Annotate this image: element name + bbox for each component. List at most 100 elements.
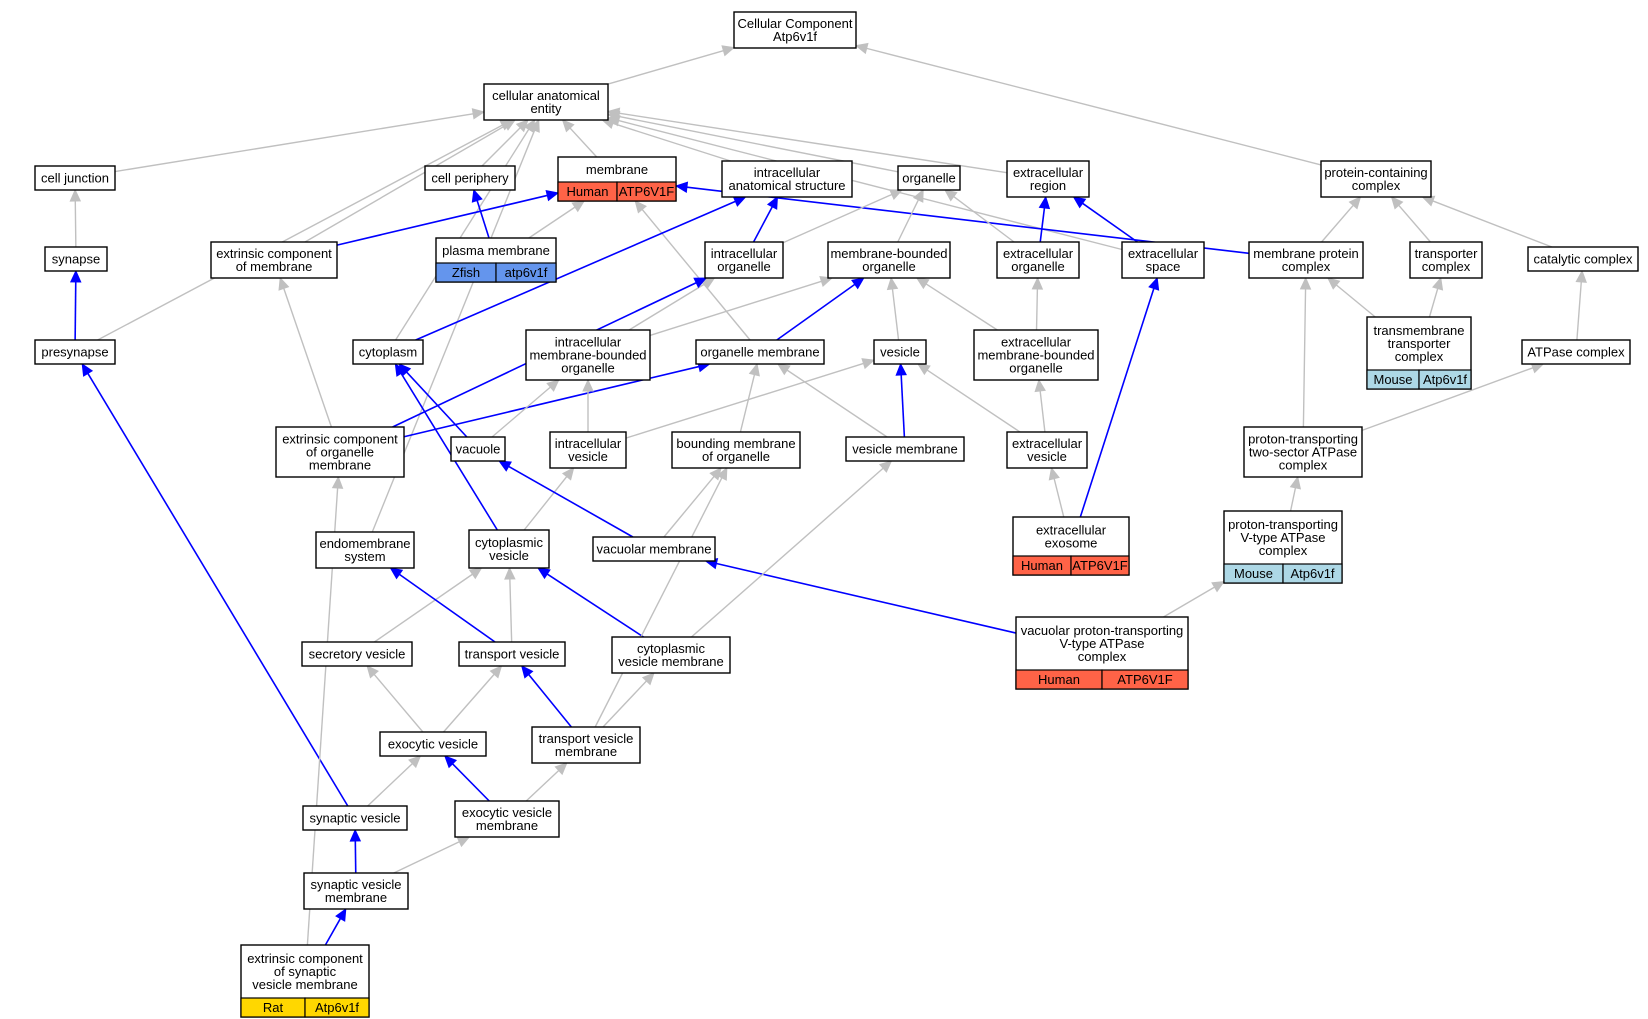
node-label: transmembrane (1373, 323, 1464, 338)
node-label: extracellular (1128, 246, 1199, 261)
edge-line (1163, 586, 1215, 618)
arrowhead (389, 567, 404, 580)
arrowhead (732, 196, 747, 207)
node-label: vesicle (568, 449, 608, 464)
arrowhead (701, 277, 716, 289)
edge-line (1035, 288, 1039, 331)
node-transves[interactable]: transport vesicle (458, 641, 566, 667)
edge-exosome-to-ecves (1048, 466, 1065, 518)
node-box (44, 246, 108, 272)
node-exoves[interactable]: exocytic vesicle (379, 731, 487, 757)
edge-cvm-to-vesmem (690, 460, 893, 638)
node-synves[interactable]: synaptic vesicle (302, 805, 408, 831)
node-cytoplasm[interactable]: cytoplasm (352, 339, 424, 365)
node-box (1243, 426, 1363, 478)
node-orgmem[interactable]: organelle membrane (695, 339, 825, 365)
arrowhead (69, 188, 82, 202)
edge-vptatp-to-pvatp (1163, 580, 1226, 618)
edge-line (528, 206, 576, 239)
node-label: extracellular (1003, 246, 1074, 261)
arrowhead (861, 358, 876, 370)
node-box (1320, 160, 1432, 198)
node-vacmem[interactable]: vacuolar membrane (592, 536, 716, 562)
edge-exosome-to-ecspace (1079, 276, 1160, 518)
arrowhead (606, 115, 621, 127)
node-box (303, 872, 409, 910)
arrowhead (1148, 276, 1160, 291)
edge-line (891, 288, 900, 341)
node-secves[interactable]: secretory vesicle (301, 641, 413, 667)
node-box (275, 426, 405, 478)
node-label: membrane protein (1253, 246, 1359, 261)
node-presynapse[interactable]: presynapse (34, 339, 116, 365)
node-celljunction[interactable]: cell junction (34, 165, 116, 191)
node-catalytic[interactable]: catalytic complex (1527, 246, 1639, 272)
arrowhead (693, 277, 708, 289)
edge-line (74, 281, 77, 341)
node-vacuole[interactable]: vacuole (450, 436, 506, 462)
species-label: Human (1038, 672, 1080, 687)
arrowhead (1390, 196, 1404, 210)
node-organelle[interactable]: organelle (897, 165, 961, 191)
arrowhead (916, 363, 931, 376)
node-vesmem[interactable]: vesicle membrane (845, 436, 965, 462)
edge-line (628, 283, 706, 331)
node-atpase[interactable]: ATPase complex (1521, 339, 1631, 365)
edge-line (607, 50, 724, 85)
arrowhead (889, 189, 904, 200)
edge-line (1361, 367, 1534, 432)
edge-presynapse-to-cae (97, 119, 514, 341)
arrowhead (674, 181, 689, 194)
node-label: extrinsic component (247, 951, 363, 966)
node-label: vesicle membrane (252, 977, 358, 992)
edge-vesmem-to-orgmem (776, 363, 888, 438)
arrowhead (1421, 195, 1436, 207)
edge-embo-to-mbo (915, 277, 998, 331)
edge-pcc-to-root (854, 42, 1322, 166)
edge-ecspace-to-ecregion (1072, 196, 1138, 243)
node-box (611, 636, 731, 674)
node-cellperiphery[interactable]: cell periphery (424, 165, 516, 191)
species-label: Human (567, 184, 609, 199)
node-box (845, 436, 965, 462)
node-vesicle[interactable]: vesicle (873, 339, 927, 365)
edge-transporter-to-pcc (1390, 196, 1431, 243)
edge-intorg-to-ias (752, 195, 779, 243)
edge-ecregion-to-cae (606, 107, 1008, 174)
edge-svm-to-synves (349, 828, 362, 874)
edge-line (1082, 202, 1138, 243)
node-synapse[interactable]: synapse (44, 246, 108, 272)
